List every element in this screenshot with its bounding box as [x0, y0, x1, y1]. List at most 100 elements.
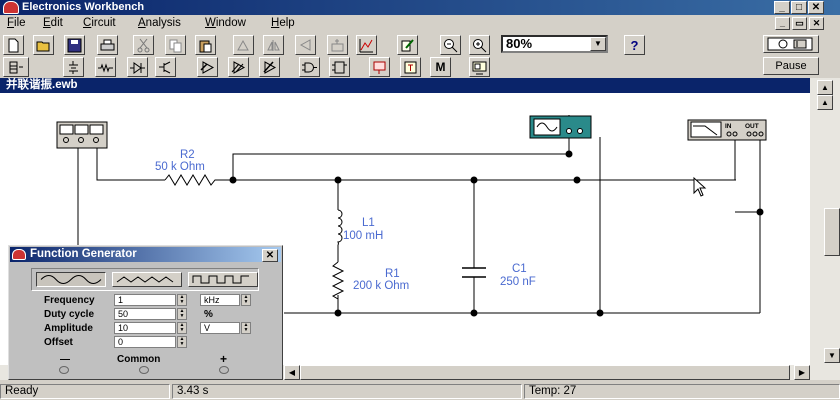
- frequency-spinner[interactable]: ▲▼: [177, 294, 187, 306]
- flip-horizontal-button[interactable]: [263, 35, 284, 55]
- amplitude-unit-spinner[interactable]: ▲▼: [241, 322, 251, 334]
- duty-cycle-spinner[interactable]: ▲▼: [177, 308, 187, 320]
- square-wave-icon: [192, 275, 249, 284]
- horizontal-scroll-thumb[interactable]: [300, 365, 790, 380]
- bode-plotter-instrument-icon: [687, 119, 767, 141]
- amplitude-input[interactable]: 10: [114, 322, 176, 334]
- amplitude-unit-select[interactable]: V: [200, 322, 240, 334]
- parts-bin-logic-gates-button[interactable]: [299, 57, 320, 77]
- graph-icon: [359, 38, 373, 52]
- triangle-wave-icon: [116, 276, 174, 283]
- app-icon: [3, 1, 19, 14]
- triangle-wave-button[interactable]: [112, 272, 182, 287]
- dialog-close-button[interactable]: ✕: [262, 249, 278, 262]
- copy-button[interactable]: [165, 35, 186, 55]
- duty-cycle-input[interactable]: 50: [114, 308, 176, 320]
- duty-cycle-label: Duty cycle: [44, 309, 95, 320]
- parts-bin-digital-button[interactable]: [329, 57, 350, 77]
- frequency-label: Frequency: [44, 295, 95, 306]
- close-window-button[interactable]: ✕: [808, 1, 824, 14]
- menu-help[interactable]: Help: [271, 17, 295, 29]
- zoom-out-button[interactable]: [440, 35, 461, 55]
- zoom-in-button[interactable]: [469, 35, 490, 55]
- print-button[interactable]: [97, 35, 118, 55]
- parts-bin-diodes-button[interactable]: [127, 57, 148, 77]
- offset-spinner[interactable]: ▲▼: [177, 336, 187, 348]
- parts-bin-favorites-button[interactable]: [3, 57, 29, 77]
- square-wave-button[interactable]: [188, 272, 258, 287]
- zoom-select[interactable]: 80%▼: [501, 35, 608, 53]
- parts-bin-instruments-button[interactable]: [469, 57, 490, 77]
- parts-bin-mixed-ics-button[interactable]: [228, 57, 249, 77]
- sine-wave-icon: [40, 275, 102, 284]
- scissors-icon: [137, 38, 150, 52]
- mdi-minimize-button[interactable]: _: [775, 17, 790, 30]
- component-properties-button[interactable]: [397, 35, 418, 55]
- oscilloscope-instrument-icon: [529, 115, 592, 139]
- parts-bin-basic-button[interactable]: [95, 57, 116, 77]
- parts-bin-analog-ics-button[interactable]: [197, 57, 218, 77]
- positive-terminal[interactable]: [219, 366, 229, 374]
- indicator-icon: [373, 61, 386, 74]
- paste-button[interactable]: [195, 35, 216, 55]
- chevron-down-icon[interactable]: ▼: [590, 37, 606, 51]
- function-generator-title[interactable]: Function Generator: [10, 247, 281, 262]
- negative-terminal-label: —: [60, 354, 70, 365]
- bode-in-label: IN: [725, 123, 732, 130]
- scroll-up-arrow-button[interactable]: ▲: [817, 95, 833, 110]
- flip-vertical-button[interactable]: [295, 35, 316, 55]
- open-folder-icon: [36, 41, 50, 51]
- scroll-up-button[interactable]: ▲: [817, 80, 833, 95]
- mdi-close-button[interactable]: ✕: [809, 17, 824, 30]
- common-terminal[interactable]: [139, 366, 149, 374]
- save-button[interactable]: [64, 35, 85, 55]
- menu-window[interactable]: Window: [205, 17, 246, 29]
- menu-file[interactable]: File: [7, 17, 26, 29]
- power-switch[interactable]: [763, 35, 819, 53]
- parts-bin-transistors-button[interactable]: [155, 57, 176, 77]
- frequency-input[interactable]: 1: [114, 294, 176, 306]
- vertical-scroll-thumb[interactable]: [824, 208, 840, 256]
- flip-vertical-icon: [299, 38, 311, 51]
- cut-button[interactable]: [133, 35, 154, 55]
- scroll-right-button[interactable]: ▶: [794, 365, 810, 380]
- menu-edit[interactable]: Edit: [43, 17, 63, 29]
- amplitude-spinner[interactable]: ▲▼: [177, 322, 187, 334]
- power-switch-icon: [767, 37, 813, 51]
- zoom-out-icon: [444, 38, 458, 52]
- subcircuit-icon: [331, 38, 344, 51]
- maximize-window-button[interactable]: □: [791, 1, 807, 14]
- offset-input[interactable]: 0: [114, 336, 176, 348]
- vertical-scrollbar[interactable]: ▲ ▲ ▼: [810, 78, 840, 365]
- offset-label: Offset: [44, 337, 73, 348]
- status-ready: Ready: [0, 384, 170, 399]
- menu-analysis[interactable]: Analysis: [138, 17, 181, 29]
- minimize-window-button[interactable]: _: [774, 1, 790, 14]
- flipflop-icon: [332, 61, 347, 73]
- parts-bin-digital-ics-button[interactable]: [259, 57, 280, 77]
- parts-bin-sources-button[interactable]: [63, 57, 84, 77]
- rotate-button[interactable]: [233, 35, 254, 55]
- status-temperature: Temp: 27: [524, 384, 840, 399]
- parts-bin-miscellaneous-button[interactable]: M: [430, 57, 451, 77]
- open-file-button[interactable]: [33, 35, 54, 55]
- graph-button[interactable]: [356, 35, 377, 55]
- c1-value: 250 nF: [500, 276, 536, 288]
- pause-button[interactable]: Pause: [763, 57, 819, 75]
- new-file-button[interactable]: [3, 35, 24, 55]
- create-subcircuit-button[interactable]: [327, 35, 348, 55]
- frequency-unit-spinner[interactable]: ▲▼: [241, 294, 251, 306]
- scroll-down-button[interactable]: ▼: [824, 348, 840, 363]
- amplitude-label: Amplitude: [44, 323, 93, 334]
- mdi-restore-button[interactable]: ▭: [792, 17, 807, 30]
- frequency-unit-select[interactable]: kHz: [200, 294, 240, 306]
- scroll-left-button[interactable]: ◀: [284, 365, 300, 380]
- copy-icon: [169, 39, 182, 52]
- r1-value: 200 k Ohm: [353, 280, 410, 292]
- menu-circuit[interactable]: Circuit: [83, 17, 116, 29]
- sine-wave-button[interactable]: [36, 272, 106, 287]
- parts-bin-controls-button[interactable]: [400, 57, 421, 77]
- negative-terminal[interactable]: [59, 366, 69, 374]
- help-button[interactable]: ?: [624, 35, 645, 55]
- parts-bin-indicators-button[interactable]: [369, 57, 390, 77]
